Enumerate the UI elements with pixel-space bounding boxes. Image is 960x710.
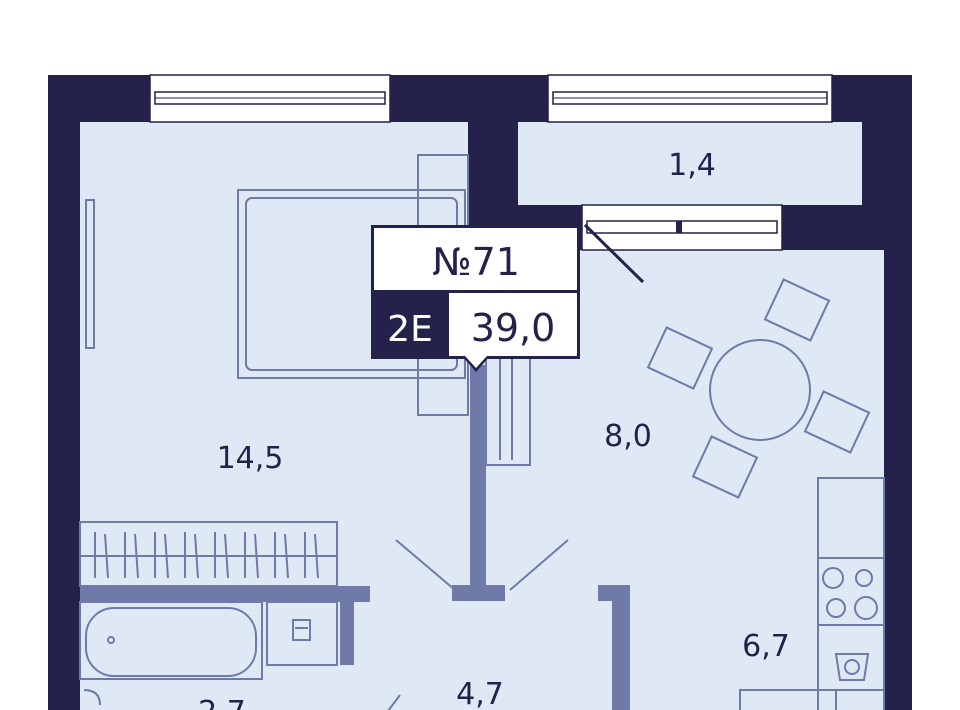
- room-area-bathroom: 2,7: [198, 695, 246, 710]
- toilet-icon: [83, 689, 101, 706]
- interior-partitions: [80, 365, 630, 710]
- hanger-mark: [314, 533, 319, 579]
- dishwasher-icon: [834, 653, 870, 681]
- hanger-mark: [194, 533, 199, 579]
- balcony-door-window: [581, 204, 783, 251]
- balcony-floor[interactable]: [518, 122, 862, 205]
- apartment-number: №71: [432, 240, 520, 284]
- washing-machine-icon: [266, 601, 338, 666]
- hanger-mark: [104, 533, 109, 579]
- dining-table-icon: [646, 278, 871, 499]
- room-area-bedroom: 14,5: [217, 441, 284, 476]
- sink-icon: [739, 689, 837, 710]
- room-area-kitchen: 8,0: [604, 419, 652, 454]
- hanger-mark: [134, 533, 139, 579]
- hanger-mark: [254, 533, 259, 579]
- door-swing-line: [583, 223, 645, 284]
- window-balcony: [547, 74, 833, 123]
- apartment-total-area: 39,0: [471, 306, 556, 350]
- room-area-kitchen-zone: 6,7: [742, 629, 790, 664]
- door-swing-icon: [387, 539, 569, 710]
- stove-icon: [822, 567, 878, 620]
- room-area-balcony: 1,4: [668, 148, 716, 183]
- hanger-mark: [284, 533, 289, 579]
- wardrobe-icon: [79, 521, 338, 587]
- bathtub-icon: [79, 601, 263, 680]
- apartment-tag[interactable]: №71 2E 39,0: [371, 225, 580, 372]
- window-bedroom: [149, 74, 391, 123]
- hanger-mark: [164, 533, 169, 579]
- bedroom-floor[interactable]: [80, 122, 468, 710]
- tv-unit-icon: [85, 199, 95, 349]
- hanger-mark: [224, 533, 229, 579]
- apartment-type: 2E: [387, 309, 433, 350]
- room-area-hall: 4,7: [456, 677, 504, 710]
